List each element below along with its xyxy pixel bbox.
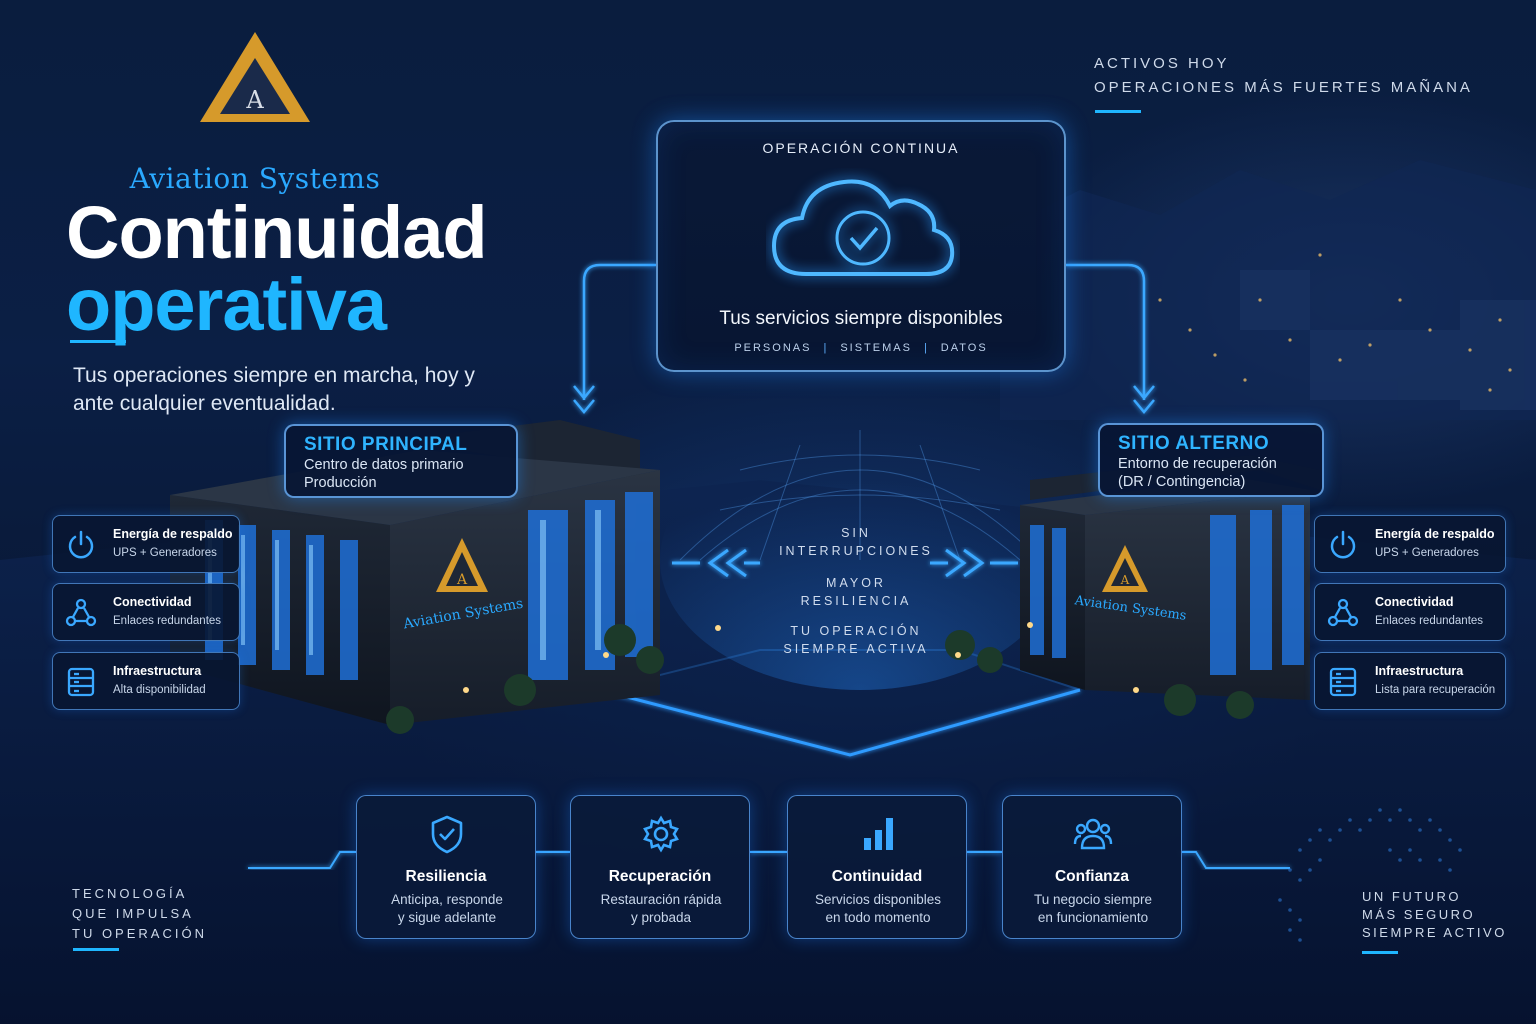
tagline-line: que impulsa [72,906,194,921]
feature-title: Energía de respaldo [113,527,233,541]
feature-subtitle: Alta disponibilidad [113,684,206,696]
pillar-description: Tu negocio siempre en funcionamiento [1013,891,1173,927]
pillar-description: Servicios disponibles en todo momento [798,891,958,927]
shield-check-icon [431,815,463,854]
gear-icon [643,815,679,853]
pillar-line: Anticipa, responde [391,892,503,907]
center-word-always-active: Tu operación siempre activa [760,622,952,658]
feature-subtitle: Enlaces redundantes [113,615,222,627]
tagline-underline [73,948,119,951]
svg-text:A: A [1120,573,1130,587]
main-site-title: SITIO PRINCIPAL [304,434,468,455]
page-title-line2: operativa [66,263,387,346]
tagline-underline [1095,110,1141,113]
center-word-line: Sin [841,526,871,540]
network-icon [65,598,97,627]
pill-separator: | [823,342,829,354]
cloud-check-icon [771,179,955,276]
tagline-bottom-left: Tecnología que impulsa tu operación [72,884,207,944]
network-icon [1327,598,1359,627]
server-icon [1329,667,1357,697]
pill-people: PERSONAS [734,342,812,354]
feature-title: Infraestructura [1375,664,1464,678]
center-word-line: siempre activa [783,642,929,656]
pillar-line: Servicios disponibles [814,892,942,907]
center-word-resilience: Mayor resiliencia [760,574,952,610]
feature-title: Infraestructura [113,664,202,678]
pillar-description: Anticipa, responde y sigue adelante [367,891,527,927]
center-word-line: interrupciones [779,544,933,558]
feature-subtitle: Lista para recuperación [1375,684,1496,696]
left-feature-infrastructure: Infraestructura Alta disponibilidad [52,652,240,710]
page-title-line1: Continuidad [66,191,488,274]
logo-letter: A [245,86,264,114]
tagline-line: siempre activo [1362,925,1507,940]
tagline-bottom-right: Un futuro más seguro siempre activo [1362,888,1507,942]
feature-title: Conectividad [1375,595,1454,609]
pillar-description: Restauración rápida y probada [581,891,741,927]
right-feature-connectivity: Conectividad Enlaces redundantes [1314,583,1506,641]
pillar-title: Resiliencia [405,868,487,885]
right-feature-power: Energía de respaldo UPS + Generadores [1314,515,1506,573]
pillar-card-trust: Confianza Tu negocio siempre en funciona… [1002,795,1182,939]
center-word-line: Mayor [826,576,886,590]
main-site-line2: Producción [304,475,377,491]
brand-logo: A Aviation Systems [120,30,390,195]
center-word-line: resiliencia [800,594,912,608]
pill-separator: | [923,342,929,354]
pillar-line: y probada [630,910,692,925]
users-icon [1073,818,1113,850]
tagline-line: Tecnología [72,886,188,901]
tagline-top-right: Activos hoy Operaciones más fuertes maña… [1094,52,1473,100]
left-feature-power: Energía de respaldo UPS + Generadores [52,515,240,573]
pillar-card-continuity: Continuidad Servicios disponibles en tod… [787,795,967,939]
operation-card-title: OPERACIÓN CONTINUA [762,140,960,156]
feature-subtitle: Enlaces redundantes [1375,615,1484,627]
pillar-line: en todo momento [825,910,931,925]
pillar-card-recovery: Recuperación Restauración rápida y proba… [570,795,750,939]
pillar-title: Continuidad [831,868,923,885]
operation-card: OPERACIÓN CONTINUA Tus servicios siempre… [656,120,1066,372]
alternate-site-line1: Entorno de recuperación [1118,456,1277,472]
alternate-site-label: SITIO ALTERNO Entorno de recuperación (D… [1098,423,1324,497]
tagline-line: Activos hoy [1094,55,1230,72]
tagline-line: más seguro [1362,907,1476,922]
operation-service-text: Tus servicios siempre disponibles [719,308,1003,329]
feature-title: Energía de respaldo [1375,527,1495,541]
tagline-line: tu operación [72,926,207,941]
pill-data: DATOS [940,342,988,354]
feature-title: Conectividad [113,595,192,609]
power-icon [68,530,94,559]
main-site-line1: Centro de datos primario [304,457,464,473]
server-icon [67,667,95,697]
feature-subtitle: UPS + Generadores [1375,547,1479,559]
pillar-title: Confianza [1054,868,1130,885]
alternate-site-line2: (DR / Contingencia) [1118,474,1246,490]
alternate-site-title: SITIO ALTERNO [1118,433,1270,454]
center-word-no-interruptions: Sin interrupciones [760,524,952,560]
feature-subtitle: UPS + Generadores [113,547,217,559]
tagline-line: Operaciones más fuertes mañana [1094,79,1473,96]
tagline-line: Un futuro [1362,889,1462,904]
left-feature-connectivity: Conectividad Enlaces redundantes [52,583,240,641]
pillar-title: Recuperación [608,868,712,885]
operation-pills: PERSONAS | SISTEMAS | DATOS [658,342,1064,354]
main-site-label: SITIO PRINCIPAL Centro de datos primario… [284,424,518,498]
pillar-line: en funcionamiento [1037,910,1149,925]
bar-chart-icon [864,818,893,850]
tagline-underline [1362,951,1398,954]
triangle-logo-icon: A [200,32,310,122]
title-underline [70,340,126,343]
pillar-line: y sigue adelante [397,910,497,925]
brand-name: Aviation Systems [129,162,381,195]
pillar-line: Tu negocio siempre [1033,892,1153,907]
pillar-card-resilience: Resiliencia Anticipa, responde y sigue a… [356,795,536,939]
pillar-line: Restauración rápida [600,892,722,907]
right-feature-infrastructure: Infraestructura Lista para recuperación [1314,652,1506,710]
page-subtitle: Tus operaciones siempre en marcha, hoy y… [73,364,475,415]
pill-systems: SISTEMAS [840,342,912,354]
center-word-line: Tu operación [790,624,922,638]
power-icon [1330,530,1356,559]
svg-text:A: A [456,572,468,588]
